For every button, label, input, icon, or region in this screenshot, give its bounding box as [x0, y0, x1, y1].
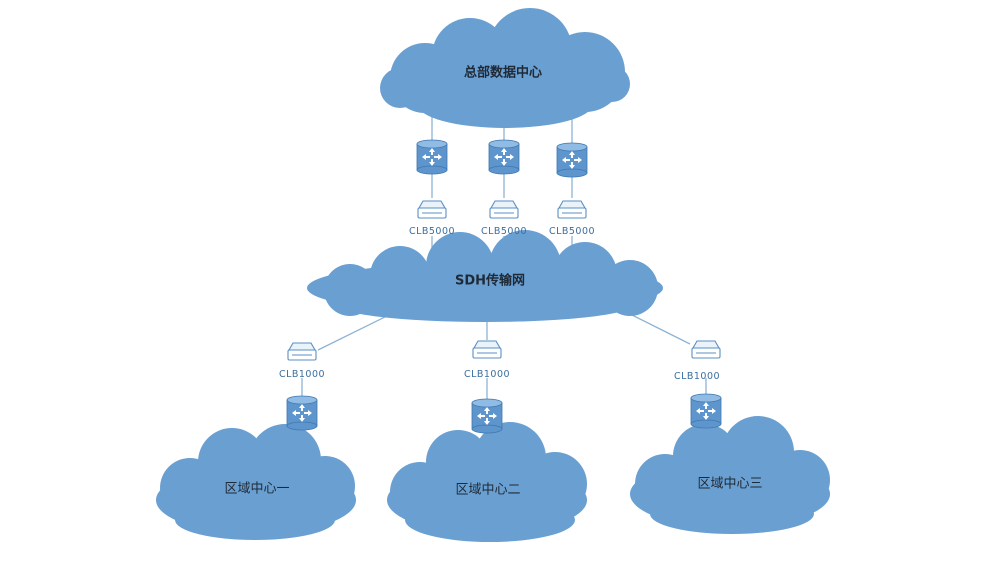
- sdh-network-cloud: SDH传输网: [307, 230, 663, 322]
- router-icon: [416, 139, 448, 175]
- region-center-2-cloud: 区域中心二: [387, 422, 587, 542]
- region-center-1-cloud: 区域中心一: [156, 424, 356, 540]
- router-icon: [488, 139, 520, 175]
- router-icon: [286, 395, 318, 431]
- top-device-label-2: CLB5000: [481, 226, 527, 237]
- router-icon: [471, 398, 503, 434]
- top-device-label-1: CLB5000: [409, 226, 455, 237]
- hq-data-center-cloud: 总部数据中心: [380, 8, 630, 128]
- load-balancer-icon: [417, 200, 447, 219]
- load-balancer-icon: [472, 340, 502, 359]
- region-1-label: 区域中心一: [224, 482, 289, 497]
- router-icon: [556, 142, 588, 178]
- router-icon: [690, 393, 722, 429]
- bottom-device-label-3: CLB1000: [674, 371, 720, 382]
- link-sdh-lb-4: [317, 311, 396, 351]
- region-2-label: 区域中心二: [455, 483, 520, 498]
- load-balancer-icon: [287, 342, 317, 361]
- bottom-device-label-1: CLB1000: [279, 369, 325, 380]
- load-balancer-icon: [557, 200, 587, 219]
- load-balancer-icon: [691, 340, 721, 359]
- top-device-label-3: CLB5000: [549, 226, 595, 237]
- bottom-device-label-2: CLB1000: [464, 369, 510, 380]
- region-3-label: 区域中心三: [697, 477, 762, 492]
- load-balancer-icon: [489, 200, 519, 219]
- hq-cloud-label: 总部数据中心: [464, 65, 542, 81]
- region-center-3-cloud: 区域中心三: [630, 416, 830, 534]
- sdh-cloud-label: SDH传输网: [455, 273, 525, 289]
